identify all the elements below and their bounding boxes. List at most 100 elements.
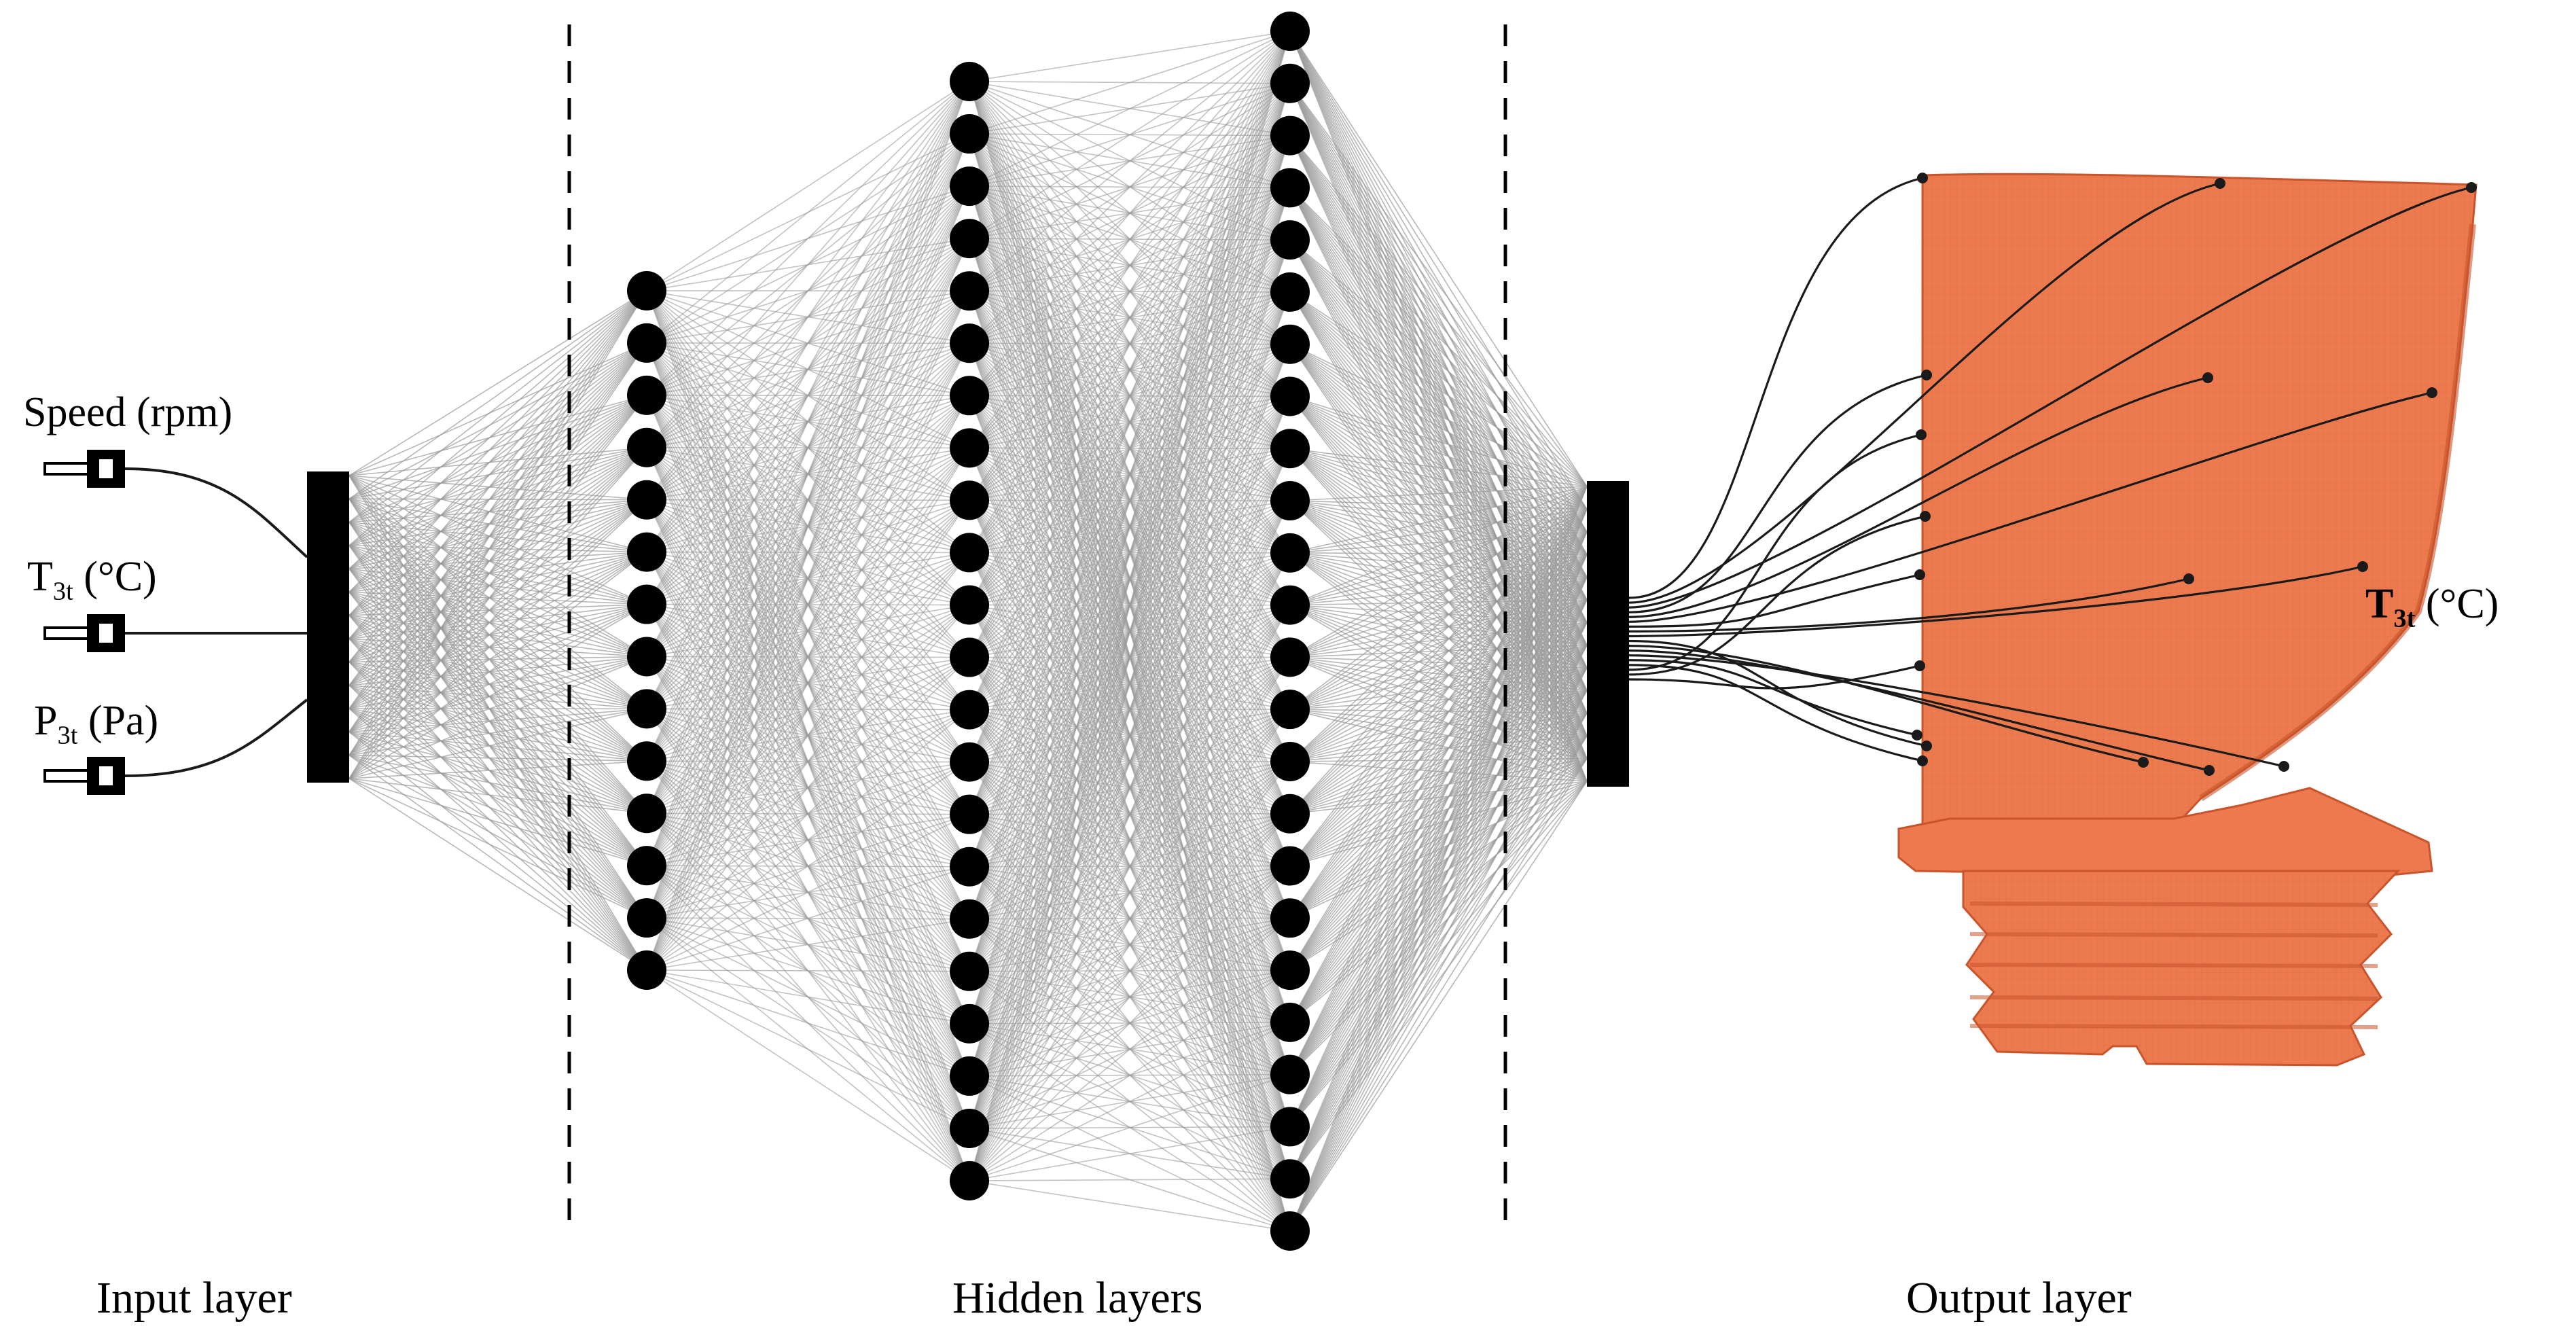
connection-input-hidden1 (348, 551, 647, 616)
connection-hidden3-output (1289, 690, 1588, 1179)
connection-hidden3-output (1289, 667, 1588, 815)
connection-input-hidden1 (348, 290, 647, 616)
connection-input-hidden1 (348, 290, 647, 593)
sensor-wire (1628, 639, 1927, 747)
connection-input-hidden1 (348, 591, 647, 658)
connection-input-hidden1 (348, 551, 647, 663)
connection-hidden3-output (1289, 735, 1588, 1127)
input-connector-port (99, 459, 113, 478)
connection-hidden3-output (1289, 622, 1588, 971)
neuron-node-layer-2 (950, 376, 989, 416)
connection-hidden (969, 31, 1291, 396)
connection-hidden3-output (1289, 667, 1588, 1075)
connection-hidden3-output (1289, 187, 1588, 736)
connection-hidden3-output (1289, 31, 1588, 533)
neuron-node-layer-1 (627, 427, 666, 467)
connection-input-hidden1 (348, 342, 647, 686)
connection-hidden3-output (1289, 187, 1588, 646)
root-serration-line (1969, 1024, 2378, 1029)
connection-hidden (969, 917, 1291, 1181)
connection-hidden (969, 656, 1291, 1181)
connection-hidden3-output (1289, 187, 1588, 714)
connection-hidden (646, 499, 970, 971)
connection-hidden (646, 290, 970, 971)
connection-input-hidden1 (348, 708, 647, 814)
neuron-node-layer-3 (1270, 220, 1310, 260)
connection-hidden3-output (1289, 31, 1588, 782)
neuron-node-layer-2 (950, 951, 989, 991)
sensor-wire (1628, 177, 1923, 599)
connection-hidden3-output (1289, 291, 1588, 510)
connection-hidden (969, 709, 1291, 1181)
connection-hidden3-output (1289, 344, 1588, 555)
neuron-node-layer-1 (627, 375, 666, 415)
neuron-node-layer-2 (950, 846, 989, 887)
connection-input-hidden1 (348, 731, 647, 866)
root-serration-line (1969, 932, 2378, 938)
network-connections (348, 31, 1588, 1232)
connection-hidden3-output (1289, 500, 1588, 555)
sensor-wire (1628, 182, 2221, 604)
connection-hidden (969, 344, 1291, 1181)
connection-hidden (969, 31, 1291, 658)
connection-hidden3-output (1289, 395, 1588, 487)
connection-hidden (969, 31, 1291, 815)
connection-input-hidden1 (348, 499, 647, 756)
connection-hidden3-output (1289, 448, 1588, 487)
connection-hidden (646, 918, 970, 971)
connection-hidden3-output (1289, 31, 1588, 714)
connection-input-hidden1 (348, 551, 647, 779)
input-layer-caption: Input layer (96, 1273, 292, 1323)
connection-input-hidden1 (348, 447, 647, 709)
connection-hidden (646, 185, 970, 971)
connection-hidden3-output (1289, 135, 1588, 555)
connection-input-hidden1 (348, 778, 647, 866)
connection-hidden (969, 188, 1291, 1181)
connection-hidden3-output (1289, 667, 1588, 919)
connection-input-hidden1 (348, 290, 647, 686)
connection-hidden (646, 969, 970, 1129)
neuron-node-layer-2 (950, 794, 989, 834)
connection-hidden (969, 1126, 1291, 1181)
connection-hidden (969, 291, 1291, 1181)
connection-input-hidden1 (348, 499, 647, 709)
connection-hidden (646, 709, 970, 971)
neuron-node-layer-3 (1270, 376, 1310, 416)
layer-dividers (567, 24, 1507, 1233)
connection-hidden (969, 31, 1291, 605)
blade-airfoil-mesh (1922, 174, 2476, 846)
connection-input-hidden1 (348, 656, 647, 756)
connection-hidden (969, 83, 1291, 1181)
sensor-wire (1628, 376, 2208, 618)
neuron-node-layer-1 (627, 846, 666, 886)
connection-hidden3-output (1289, 83, 1588, 510)
connection-input-hidden1 (348, 395, 647, 686)
connection-input-hidden1 (348, 603, 647, 733)
connection-input-hidden1 (348, 638, 647, 710)
connection-hidden3-output (1289, 344, 1588, 646)
input-connector-pin (43, 462, 90, 476)
connection-input-hidden1 (348, 499, 647, 686)
connection-input-hidden1 (348, 395, 647, 756)
connection-hidden (646, 81, 970, 344)
connection-hidden (969, 31, 1291, 135)
connection-hidden3-output (1289, 344, 1588, 760)
connection-input-hidden1 (348, 708, 647, 971)
connection-hidden3-output (1289, 667, 1588, 971)
connection-input-hidden1 (348, 656, 647, 709)
connection-hidden3-output (1289, 713, 1588, 1075)
connection-hidden (646, 81, 970, 814)
connection-input-hidden1 (348, 395, 647, 569)
connection-input-hidden1 (348, 708, 647, 866)
neuron-node-layer-3 (1270, 1107, 1310, 1147)
sensor-wire (1628, 659, 1918, 736)
output-bus-bar (1587, 481, 1629, 787)
connection-hidden3-output (1289, 239, 1588, 736)
connection-hidden3-output (1289, 31, 1588, 601)
connection-input-hidden1 (348, 778, 647, 971)
neuron-node-layer-3 (1270, 1054, 1310, 1094)
connection-input-hidden1 (348, 290, 647, 779)
connection-hidden3-output (1289, 83, 1588, 714)
input-connector-port (99, 624, 113, 643)
